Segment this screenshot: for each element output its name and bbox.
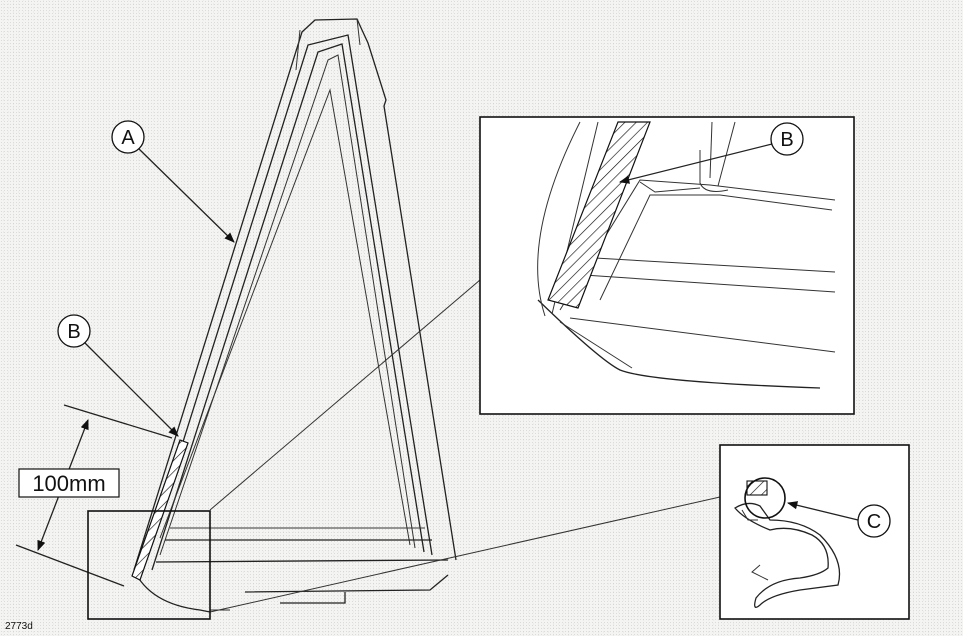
- callout-c-label: C: [867, 511, 881, 533]
- callout-a: A: [111, 120, 235, 243]
- detail-leaders: [209, 279, 721, 613]
- figure-id: 2773d: [5, 621, 33, 632]
- zoom-region-box: [87, 510, 211, 620]
- callout-b-main-label: B: [67, 321, 80, 343]
- quarter-glass-frame: [133, 18, 457, 613]
- callout-b-main: B: [57, 314, 179, 437]
- dimension-100mm: 100mm: [15, 404, 173, 587]
- callout-a-label: A: [121, 127, 135, 149]
- detail-box-corner: B: [479, 116, 855, 415]
- seal-strip: [131, 439, 189, 581]
- dimension-label: 100mm: [32, 471, 105, 496]
- callout-b-detail-label: B: [780, 129, 793, 151]
- detail-box-profile: C: [719, 444, 910, 620]
